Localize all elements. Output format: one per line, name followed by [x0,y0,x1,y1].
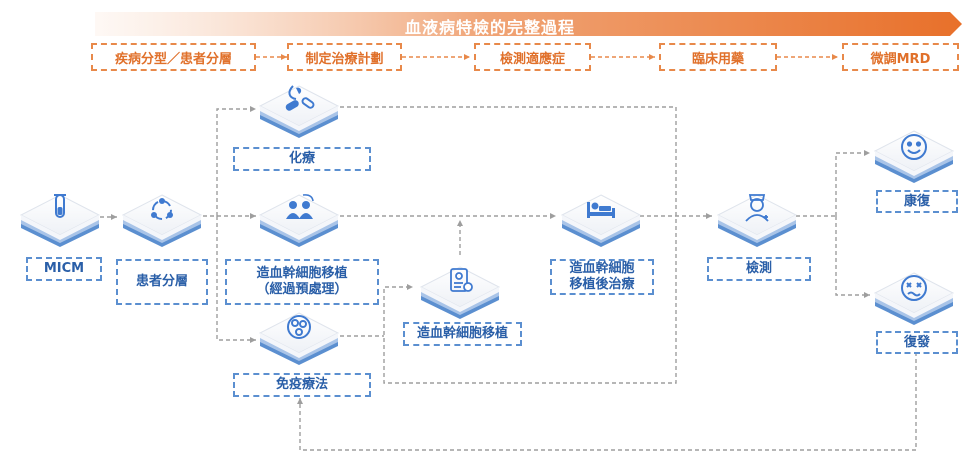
label-chemo[interactable]: 化療 [233,147,371,171]
label-post-tx-line2: 移植後治療 [569,277,635,292]
banner-title: 血液病特檢的完整過程 [404,18,575,37]
label-stratify[interactable]: 患者分層 [116,259,208,305]
label-recovery[interactable]: 康復 [876,190,958,213]
people-icon [286,194,314,219]
nurse-icon [745,194,769,222]
smile-icon [901,134,927,160]
label-transplant-pre-line2: （經過預處理） [256,282,348,297]
banner-arrow [95,12,962,36]
patient-bed-icon [587,202,615,218]
tile-transplant[interactable] [420,266,500,320]
stage-clinical-medication[interactable]: 臨床用藥 [659,43,777,71]
cycle-icon [151,198,173,220]
tile-post-tx[interactable] [561,194,641,248]
tile-testing[interactable] [717,194,797,248]
tile-transplant-pre[interactable] [259,194,339,248]
label-transplant[interactable]: 造血幹細胞移植 [403,322,522,346]
label-testing[interactable]: 檢測 [707,257,811,281]
tile-micm[interactable] [20,194,100,248]
label-relapse[interactable]: 復發 [876,331,958,354]
document-icon [450,268,473,292]
stage-indications[interactable]: 檢測適應症 [474,43,591,71]
label-micm[interactable]: MICM [26,257,102,281]
flow-connectors [100,106,917,451]
sad-face-icon [901,275,927,301]
stage-mrd[interactable]: 微調MRD [842,43,959,71]
label-transplant-pre[interactable]: 造血幹細胞移植 （經過預處理） [225,259,379,305]
cells-icon [287,315,311,339]
medicine-icon [285,85,315,111]
label-immuno[interactable]: 免疫療法 [233,373,371,397]
stage-treatment-plan[interactable]: 制定治療計劃 [287,43,402,71]
label-post-tx-line1: 造血幹細胞 [569,261,635,276]
test-tube-icon [54,194,66,218]
label-transplant-pre-line1: 造血幹細胞移植 [256,266,348,281]
label-post-tx[interactable]: 造血幹細胞 移植後治療 [550,259,654,295]
stage-disease-classification[interactable]: 疾病分型／患者分層 [91,43,256,71]
tile-recovery[interactable] [874,130,954,184]
